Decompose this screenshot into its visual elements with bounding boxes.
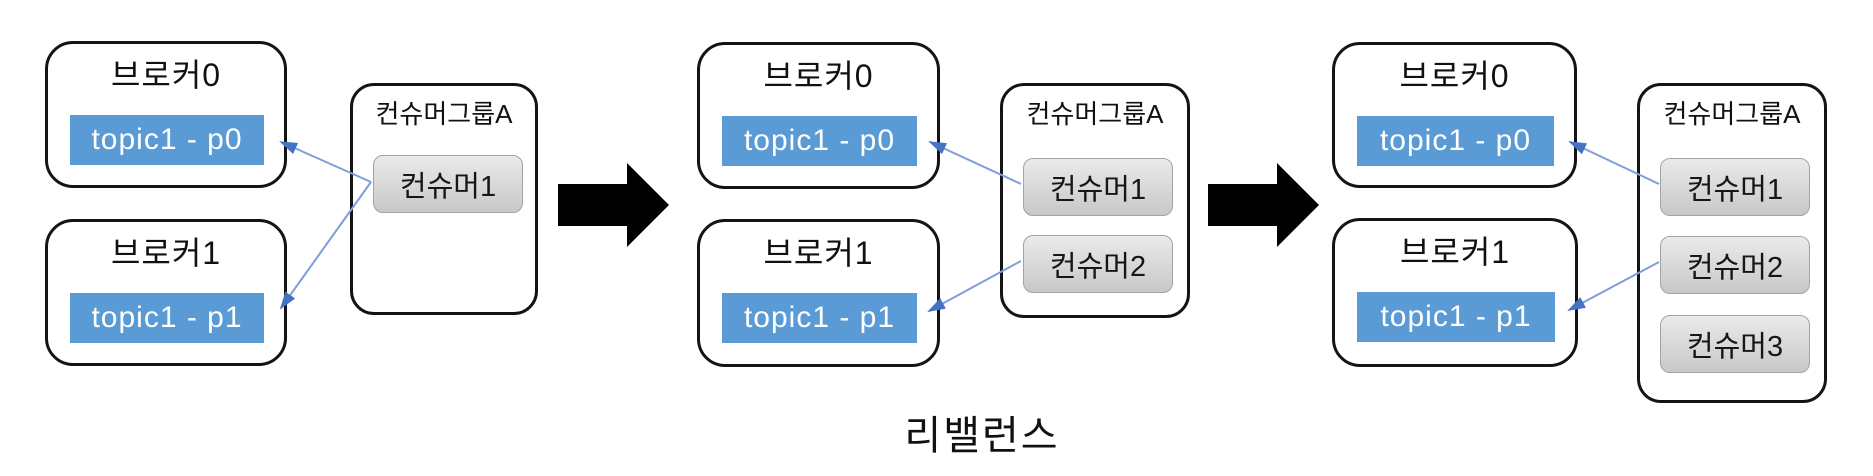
partition-bar: topic1 - p0 xyxy=(1357,116,1554,166)
broker-title: 브로커0 xyxy=(110,57,222,93)
partition-bar: topic1 - p1 xyxy=(1357,292,1555,342)
broker1-box: 브로커1 topic1 - p1 xyxy=(1332,218,1578,367)
consumer-item: 컨슈머1 xyxy=(1660,158,1810,216)
consumer-group-box: 컨슈머그룹A 컨슈머1 컨슈머2 컨슈머3 xyxy=(1637,83,1827,403)
consumer-item: 컨슈머2 xyxy=(1660,236,1810,294)
rebalance-caption: 리밸런스 xyxy=(904,414,1060,458)
broker-title: 브로커1 xyxy=(763,235,874,271)
partition-bar: topic1 - p1 xyxy=(70,293,264,343)
broker-title: 브로커0 xyxy=(1399,58,1510,94)
rebalance-arrow-icon xyxy=(1208,163,1319,247)
partition-bar: topic1 - p0 xyxy=(70,115,264,165)
broker0-box: 브로커0 topic1 - p0 xyxy=(697,42,940,189)
broker0-box: 브로커0 topic1 - p0 xyxy=(1332,42,1577,188)
consumer-item: 컨슈머3 xyxy=(1660,315,1810,373)
consumer-group-label: 컨슈머그룹A xyxy=(375,99,513,129)
broker1-box: 브로커1 topic1 - p1 xyxy=(697,219,940,367)
consumer-item: 컨슈머2 xyxy=(1023,235,1173,293)
broker1-box: 브로커1 topic1 - p1 xyxy=(45,219,287,366)
consumer-group-label: 컨슈머그룹A xyxy=(1663,99,1801,129)
broker-title: 브로커1 xyxy=(1399,234,1511,270)
partition-bar: topic1 - p0 xyxy=(722,116,917,166)
broker-title: 브로커1 xyxy=(110,235,222,271)
rebalance-arrow-icon xyxy=(558,163,669,247)
consumer-group-box: 컨슈머그룹A 컨슈머1 xyxy=(350,83,538,315)
partition-bar: topic1 - p1 xyxy=(722,293,917,343)
consumer-group-box: 컨슈머그룹A 컨슈머1 컨슈머2 xyxy=(1000,83,1190,318)
consumer-item: 컨슈머1 xyxy=(373,155,523,213)
broker0-box: 브로커0 topic1 - p0 xyxy=(45,41,287,188)
broker-title: 브로커0 xyxy=(763,58,874,94)
consumer-group-label: 컨슈머그룹A xyxy=(1026,99,1164,129)
consumer-item: 컨슈머1 xyxy=(1023,158,1173,216)
